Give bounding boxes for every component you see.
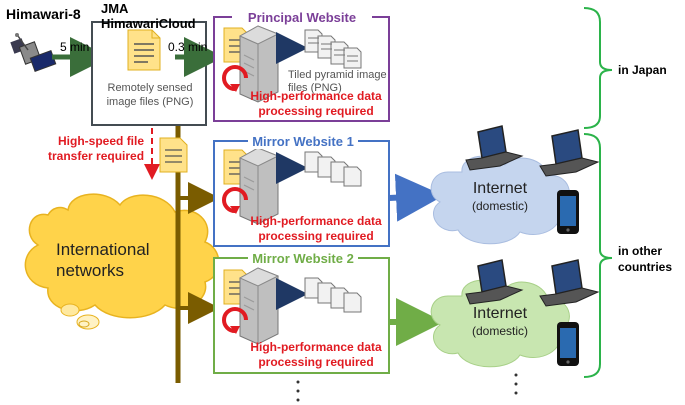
remote-sensed-file-icon (127, 29, 161, 71)
principal-processing-label: High-performance data processing require… (250, 89, 382, 118)
cloud-to-principal-time: 0.3 min (168, 40, 208, 54)
region-other-label: in other countries (618, 244, 673, 274)
laptop-icon (465, 125, 524, 171)
more-sites-ellipsis (296, 380, 300, 402)
internet2-title: Internet (472, 305, 528, 322)
satellite-label: Himawari-8 (6, 6, 81, 22)
laptop-icon (539, 129, 600, 177)
international-networks-cloud (24, 193, 220, 330)
mirror1-title: Mirror Website 1 (248, 134, 358, 149)
region-japan-label: in Japan (618, 63, 667, 77)
mirror1-processing-label: High-performance data processing require… (250, 214, 382, 243)
principal-refresh-icon (222, 65, 248, 92)
cloud-box-title: JMA HimawariCloud (101, 1, 196, 31)
other-countries-bracket (583, 133, 613, 378)
japan-bracket (583, 7, 613, 129)
sat-to-cloud-time: 5 min (60, 40, 90, 54)
internet1-sub: (domestic) (471, 199, 528, 213)
transfer-file-icon (159, 137, 188, 173)
mirror1-to-internet-arrow (388, 173, 444, 222)
mirror2-title: Mirror Website 2 (248, 251, 358, 266)
principal-server-icon (238, 25, 280, 103)
satellite-icon (10, 33, 57, 72)
principal-tiles-icon (304, 29, 362, 69)
mirror1-refresh-icon (222, 187, 248, 214)
international-networks-label: International networks (56, 240, 150, 280)
principal-title: Principal Website (232, 10, 372, 25)
mirror1-server-icon (238, 147, 280, 225)
internet-cloud-1 (430, 155, 570, 245)
internet1-title: Internet (472, 180, 528, 197)
more-internet-ellipsis (514, 373, 518, 395)
principal-tiles-label: Tiled pyramid image files (PNG) (288, 69, 387, 94)
mirror2-processing-label: High-performance data processing require… (250, 340, 382, 369)
laptop-icon (539, 259, 600, 307)
smartphone-icon (557, 190, 579, 234)
mirror2-refresh-icon (222, 307, 248, 334)
mirror2-tiles-icon (304, 277, 362, 313)
laptop-icon (465, 259, 524, 305)
mirror1-tiles-icon (304, 151, 362, 187)
mirror2-server-icon (238, 267, 280, 345)
smartphone-icon (557, 322, 579, 366)
cloud-files-label: Remotely sensed image files (PNG) (106, 82, 194, 108)
internet2-sub: (domestic) (471, 324, 528, 338)
transfer-label: High-speed file transfer required (48, 134, 145, 163)
